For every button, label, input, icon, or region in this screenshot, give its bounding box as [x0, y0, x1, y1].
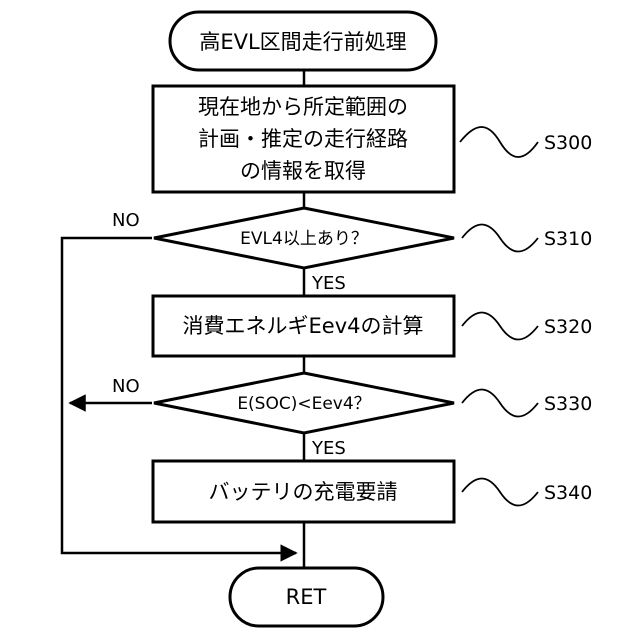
s330-step-label: S330	[544, 393, 592, 415]
s310-label: EVL4以上あり？	[240, 229, 368, 249]
s300-line-2: 計画・推定の走行経路	[198, 127, 408, 151]
s320-step-label: S320	[544, 316, 592, 338]
s340-leader-squiggle	[462, 479, 538, 506]
s300-line-3: の情報を取得	[240, 159, 366, 183]
s310-step-label: S310	[544, 228, 592, 250]
s310-yes-label: YES	[311, 273, 346, 294]
s320-label: 消費エネルギEev4の計算	[183, 314, 424, 338]
s300-step-label: S300	[544, 132, 592, 154]
s330-yes-label: YES	[311, 438, 346, 459]
s340-label: バッテリの充電要請	[209, 480, 398, 504]
s330-no-label: NO	[112, 376, 140, 397]
s300-leader-squiggle	[460, 127, 538, 157]
s320-leader-squiggle	[462, 313, 538, 340]
s330-leader-squiggle	[462, 390, 538, 417]
s310-leader-squiggle	[462, 225, 538, 252]
s310-no-label: NO	[112, 210, 140, 231]
start-label: 高EVL区間走行前処理	[199, 30, 406, 54]
s340-step-label: S340	[544, 482, 592, 504]
s330-label: E(SOC)<Eev4？	[237, 394, 370, 414]
s300-line-1: 現在地から所定範囲の	[198, 95, 408, 119]
end-label: RET	[286, 585, 327, 609]
